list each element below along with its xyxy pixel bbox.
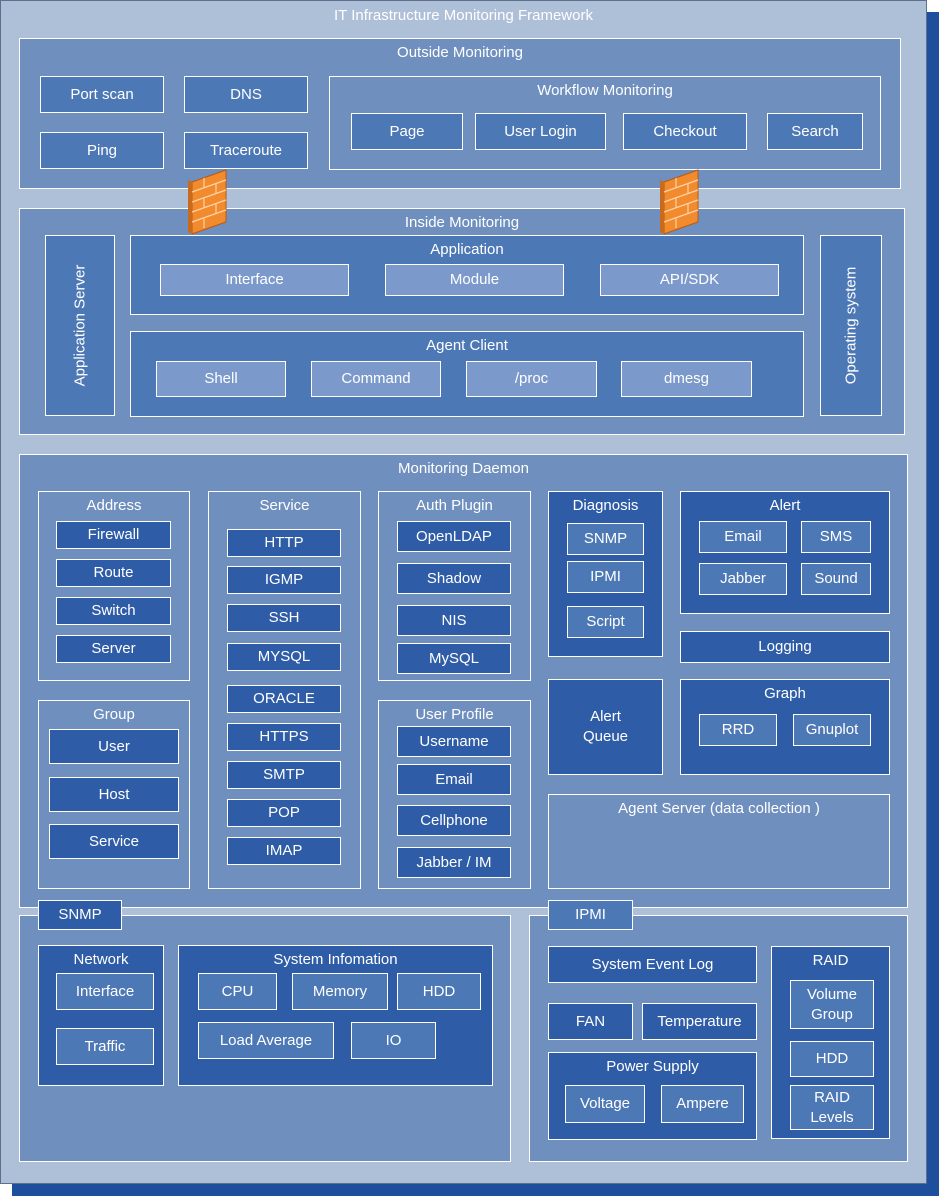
application-server-box: Application Server <box>45 235 115 416</box>
diagnosis-title: Diagnosis <box>572 497 639 514</box>
address-switch-box: Switch <box>56 597 171 625</box>
alert-email-box: Email <box>699 521 787 553</box>
power-supply-title: Power Supply <box>606 1058 699 1075</box>
group-host-box: Host <box>49 777 179 812</box>
sysinfo-load-average-box: Load Average <box>198 1022 334 1059</box>
monitoring-daemon-title: Monitoring Daemon <box>398 460 529 477</box>
logging-box: Logging <box>680 631 890 663</box>
raid-volume-group-box: Volume Group <box>790 980 874 1029</box>
application-server-label: Application Server <box>71 264 89 387</box>
ipmi-temperature-box: Temperature <box>642 1003 757 1040</box>
agent-server-title: Agent Server (data collection ) <box>618 800 820 817</box>
traceroute-box: Traceroute <box>184 132 308 169</box>
service-https-box: HTTPS <box>227 723 341 751</box>
diagram-title: IT Infrastructure Monitoring Framework <box>334 7 593 24</box>
alert-jabber-box: Jabber <box>699 563 787 595</box>
agent-server-section: Agent Server (data collection ) <box>548 794 890 889</box>
workflow-page-box: Page <box>351 113 463 150</box>
operating-system-label: Operating system <box>842 266 860 385</box>
address-title: Address <box>86 497 142 514</box>
service-imap-box: IMAP <box>227 837 341 865</box>
power-ampere-box: Ampere <box>661 1085 744 1123</box>
workflow-monitoring-title: Workflow Monitoring <box>537 82 673 99</box>
workflow-search-box: Search <box>767 113 863 150</box>
agent-command-box: Command <box>311 361 441 397</box>
raid-hdd-box: HDD <box>790 1041 874 1077</box>
alert-sound-box: Sound <box>801 563 871 595</box>
group-user-box: User <box>49 729 179 764</box>
application-module-box: Module <box>385 264 564 296</box>
agent-shell-box: Shell <box>156 361 286 397</box>
profile-username-box: Username <box>397 726 511 757</box>
network-interface-box: Interface <box>56 973 154 1010</box>
graph-title: Graph <box>764 685 806 702</box>
outside-monitoring-title: Outside Monitoring <box>397 44 523 61</box>
network-title: Network <box>73 951 129 968</box>
ipmi-tab: IPMI <box>548 900 633 930</box>
system-information-title: System Infomation <box>273 951 398 968</box>
auth-nis-box: NIS <box>397 605 511 636</box>
application-interface-box: Interface <box>160 264 349 296</box>
raid-title: RAID <box>812 952 849 969</box>
system-event-log-box: System Event Log <box>548 946 757 983</box>
raid-levels-box: RAID Levels <box>790 1085 874 1130</box>
sysinfo-io-box: IO <box>351 1022 436 1059</box>
application-title: Application <box>430 241 504 258</box>
user-profile-title: User Profile <box>415 706 494 723</box>
group-service-box: Service <box>49 824 179 859</box>
alert-sms-box: SMS <box>801 521 871 553</box>
sysinfo-cpu-box: CPU <box>198 973 277 1010</box>
service-igmp-box: IGMP <box>227 566 341 594</box>
service-smtp-box: SMTP <box>227 761 341 789</box>
service-ssh-box: SSH <box>227 604 341 632</box>
ping-box: Ping <box>40 132 164 169</box>
snmp-tab: SNMP <box>38 900 122 930</box>
auth-mysql-box: MySQL <box>397 643 511 674</box>
dns-box: DNS <box>184 76 308 113</box>
agent-dmesg-box: dmesg <box>621 361 752 397</box>
diagnosis-snmp-box: SNMP <box>567 523 644 555</box>
operating-system-box: Operating system <box>820 235 882 416</box>
profile-cellphone-box: Cellphone <box>397 805 511 836</box>
diagnosis-script-box: Script <box>567 606 644 638</box>
diagnosis-ipmi-box: IPMI <box>567 561 644 593</box>
system-information-section: System Infomation <box>178 945 493 1086</box>
power-voltage-box: Voltage <box>565 1085 645 1123</box>
workflow-checkout-box: Checkout <box>623 113 747 150</box>
alert-title: Alert <box>769 497 801 514</box>
auth-openldap-box: OpenLDAP <box>397 521 511 552</box>
service-mysql-box: MYSQL <box>227 643 341 671</box>
service-pop-box: POP <box>227 799 341 827</box>
network-traffic-box: Traffic <box>56 1028 154 1065</box>
firewall-right-icon <box>660 169 699 235</box>
service-oracle-box: ORACLE <box>227 685 341 713</box>
port-scan-box: Port scan <box>40 76 164 113</box>
auth-plugin-title: Auth Plugin <box>416 497 493 514</box>
sysinfo-hdd-box: HDD <box>397 973 481 1010</box>
profile-email-box: Email <box>397 764 511 795</box>
group-title: Group <box>93 706 135 723</box>
address-route-box: Route <box>56 559 171 587</box>
firewall-left-icon <box>188 169 227 235</box>
address-firewall-box: Firewall <box>56 521 171 549</box>
ipmi-fan-box: FAN <box>548 1003 633 1040</box>
graph-rrd-box: RRD <box>699 714 777 746</box>
agent-proc-box: /proc <box>466 361 597 397</box>
auth-shadow-box: Shadow <box>397 563 511 594</box>
application-api-sdk-box: API/SDK <box>600 264 779 296</box>
graph-gnuplot-box: Gnuplot <box>793 714 871 746</box>
sysinfo-memory-box: Memory <box>292 973 388 1010</box>
alert-queue-box: Alert Queue <box>548 679 663 775</box>
profile-jabber-box: Jabber / IM <box>397 847 511 878</box>
workflow-user-login-box: User Login <box>475 113 606 150</box>
agent-client-title: Agent Client <box>426 337 508 354</box>
service-title: Service <box>259 497 310 514</box>
service-http-box: HTTP <box>227 529 341 557</box>
inside-monitoring-title: Inside Monitoring <box>404 214 520 231</box>
address-server-box: Server <box>56 635 171 663</box>
